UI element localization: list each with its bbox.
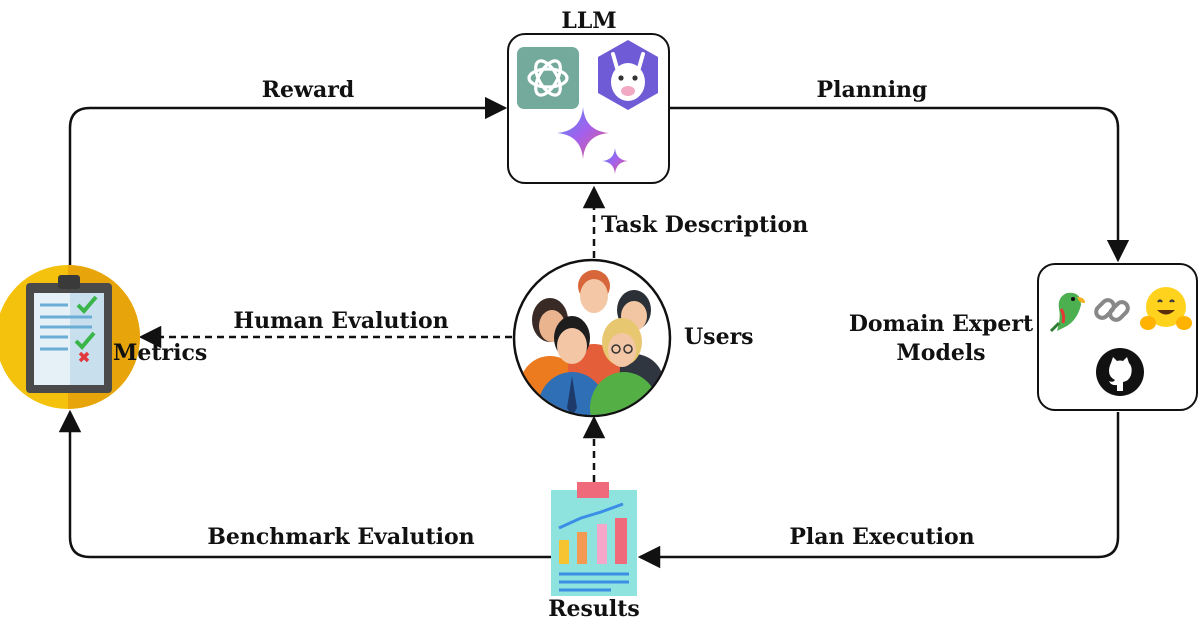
reward-label: Reward [261,77,355,103]
users-group-icon [512,258,672,418]
domain-expert-box [1037,263,1198,411]
users-node [512,258,672,418]
llama-logo-icon [598,40,658,110]
benchmark-evaluation-arrow [58,409,551,559]
openai-logo-icon [517,47,579,109]
domain-expert-title-line1: Domain Expert [848,311,1034,337]
plan-execution-arrow [637,412,1120,569]
planning-arrow [670,106,1130,263]
users-title: Users [684,324,754,350]
github-icon [1096,348,1144,396]
clipboard-checklist-icon [0,265,140,409]
domain-expert-title-line2: Models [896,340,986,366]
benchmark-evaluation-label: Benchmark Evalution [207,524,475,550]
task-description-label: Task Description [601,212,809,238]
gemini-small-sparkle-icon [602,148,628,174]
link-icon [1094,298,1130,322]
plan-execution-label: Plan Execution [789,524,975,550]
results-node [551,482,641,600]
gemini-sparkle-icon [557,107,609,159]
llm-box [507,33,670,184]
metrics-node [0,263,140,411]
parrot-icon [1049,292,1085,333]
human-evaluation-label: Human Evalution [233,308,449,334]
reward-arrow [68,96,508,265]
hugging-face-icon [1140,287,1192,330]
metrics-title: Metrics [113,340,208,366]
report-chart-icon [551,482,637,596]
llm-title: LLM [561,8,617,34]
results-title: Results [548,596,640,622]
planning-label: Planning [816,77,928,103]
